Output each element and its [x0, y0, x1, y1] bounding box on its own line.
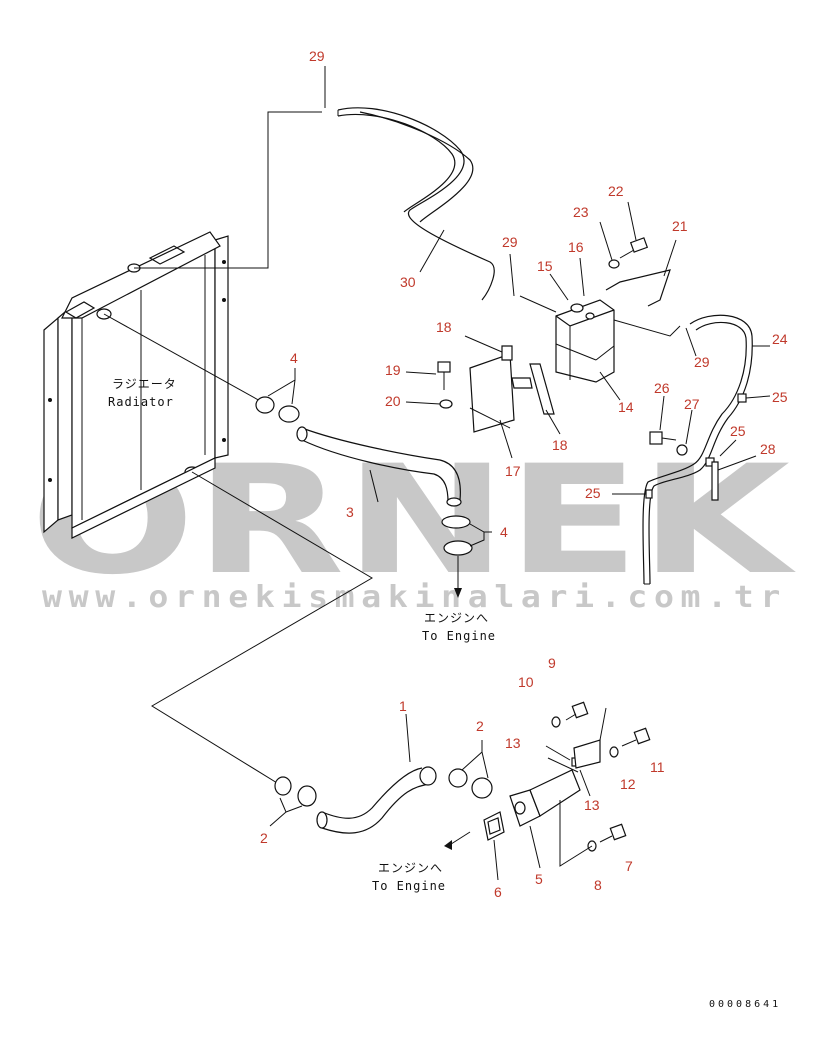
callout-21: 21	[672, 218, 688, 234]
lower-hose	[316, 766, 437, 834]
clamp-upper-radiator	[255, 396, 300, 423]
callout-29-top: 29	[309, 48, 325, 64]
callout-30: 30	[400, 274, 416, 290]
bolt-26	[649, 431, 677, 445]
radiator-label-jp: ラジエータ	[112, 377, 177, 391]
callout-17: 17	[505, 463, 521, 479]
callout-18-bottom: 18	[552, 437, 568, 453]
pad-18a	[501, 345, 513, 361]
upper-hose	[296, 426, 462, 507]
overflow-tube-24	[642, 314, 753, 585]
callout-4-top: 4	[290, 350, 298, 366]
callout-2-left: 2	[260, 830, 268, 846]
clamp-lower-radiator	[274, 776, 317, 807]
washer-20	[439, 399, 453, 409]
callout-19: 19	[385, 362, 401, 378]
watermark-url: www.ornekismakinalari.com.tr	[42, 580, 787, 615]
leader-lines	[267, 66, 771, 881]
washer-23	[608, 259, 620, 269]
bolt-22	[619, 237, 649, 259]
callout-6: 6	[494, 884, 502, 900]
pad-18b	[529, 363, 555, 415]
callout-25-right: 25	[772, 389, 788, 405]
bracket-21	[605, 269, 671, 307]
callout-29-mid: 29	[502, 234, 518, 250]
callout-3: 3	[346, 504, 354, 520]
washer-12	[609, 746, 619, 758]
clip-25c	[645, 489, 653, 499]
overflow-tube-30	[337, 107, 495, 301]
callout-20: 20	[385, 393, 401, 409]
tank-bracket	[469, 353, 515, 433]
callout-4-bottom: 4	[500, 524, 508, 540]
flange-5	[509, 769, 581, 827]
callout-7: 7	[625, 858, 633, 874]
callout-25-mid: 25	[730, 423, 746, 439]
bolt-11	[621, 727, 651, 747]
bracket-13	[573, 739, 601, 769]
callout-26: 26	[654, 380, 670, 396]
bolt-7	[599, 823, 627, 843]
clip-25a	[737, 393, 747, 403]
callout-24: 24	[772, 331, 788, 347]
callout-1: 1	[399, 698, 407, 714]
callout-11: 11	[650, 759, 665, 775]
callout-10: 10	[518, 674, 534, 690]
pad-18c	[511, 377, 533, 389]
radiator	[43, 231, 229, 539]
bracket-28	[711, 461, 719, 501]
bolt-9	[565, 701, 589, 721]
washer-27	[676, 444, 688, 456]
callout-12: 12	[620, 776, 636, 792]
callout-18-top: 18	[436, 319, 452, 335]
callout-28: 28	[760, 441, 776, 457]
to-engine-label-en-1: To Engine	[422, 629, 496, 643]
radiator-label-en: Radiator	[108, 395, 174, 409]
callout-27: 27	[684, 396, 700, 412]
clamp-lower-engine	[448, 768, 493, 799]
callout-22: 22	[608, 183, 624, 199]
callouts: 29 30 29 15 16 22 23 21 18 19 20 17 18 1…	[260, 48, 788, 900]
callout-16: 16	[568, 239, 584, 255]
callout-2-right: 2	[476, 718, 484, 734]
callout-8: 8	[594, 877, 602, 893]
to-engine-label-en-2: To Engine	[372, 879, 446, 893]
to-engine-label-jp-1: エンジンへ	[424, 611, 489, 625]
reservoir-tank	[555, 299, 615, 383]
callout-9: 9	[548, 655, 556, 671]
washer-10	[551, 716, 561, 728]
callout-13-bottom: 13	[584, 797, 600, 813]
callout-13-top: 13	[505, 735, 521, 751]
document-number: 00008641	[709, 999, 781, 1010]
clamp-upper-engine	[441, 515, 473, 556]
callout-15: 15	[537, 258, 553, 274]
gasket-6	[483, 811, 505, 841]
to-engine-label-jp-2: エンジンへ	[378, 861, 443, 875]
callout-23: 23	[573, 204, 589, 220]
callout-25-left: 25	[585, 485, 601, 501]
callout-29-right: 29	[694, 354, 710, 370]
callout-5: 5	[535, 871, 543, 887]
callout-14: 14	[618, 399, 634, 415]
bolt-19	[437, 361, 451, 390]
